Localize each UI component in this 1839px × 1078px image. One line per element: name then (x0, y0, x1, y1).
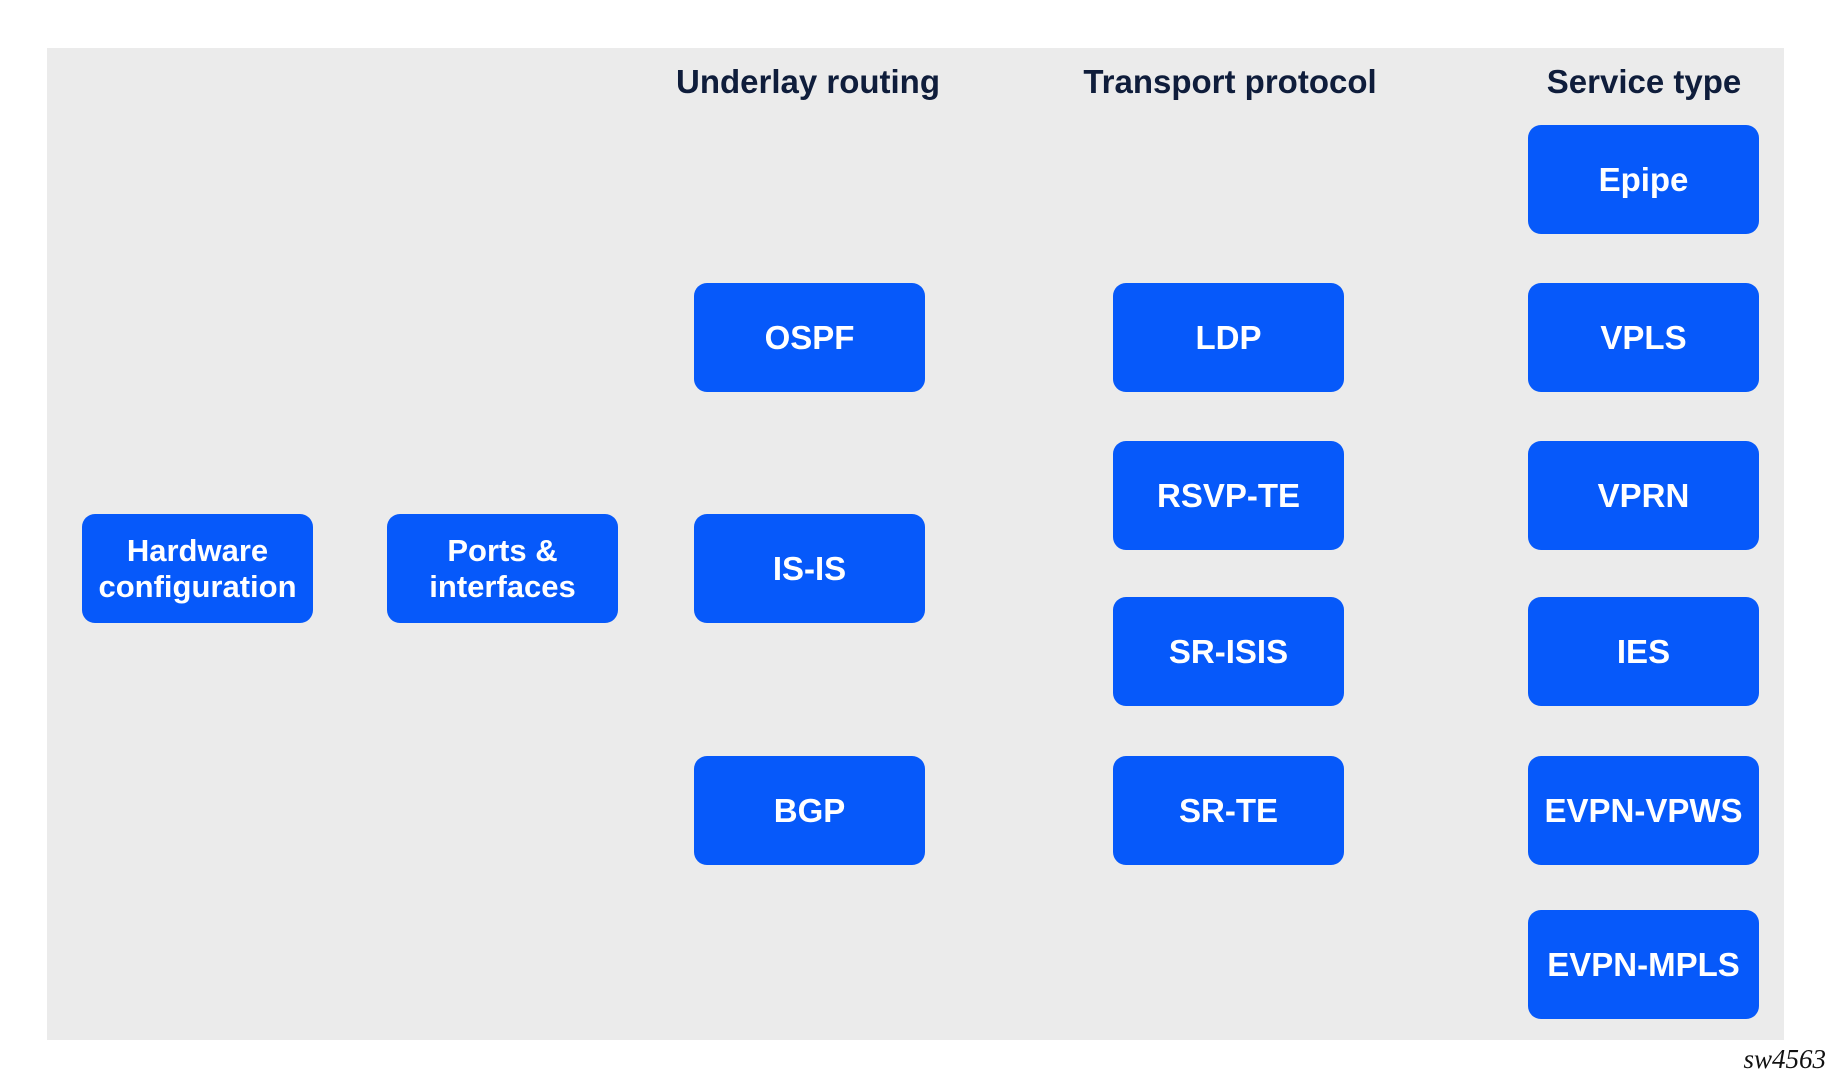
node-hardware-configuration: Hardware configuration (82, 514, 313, 623)
node-label: SR-ISIS (1168, 632, 1289, 670)
node-is-is: IS-IS (694, 514, 925, 623)
node-rsvp-te: RSVP-TE (1113, 441, 1344, 550)
node-label: BGP (773, 791, 846, 829)
node-label: LDP (1195, 318, 1262, 356)
node-label: VPRN (1597, 476, 1690, 514)
node-label: RSVP-TE (1156, 476, 1301, 514)
node-label: EVPN-VPWS (1544, 791, 1743, 829)
node-evpn-vpws: EVPN-VPWS (1528, 756, 1759, 865)
node-label: EVPN-MPLS (1547, 945, 1740, 983)
figure-watermark: sw4563 (1743, 1044, 1826, 1074)
node-sr-te: SR-TE (1113, 756, 1344, 865)
node-label: Epipe (1598, 160, 1689, 198)
node-ospf: OSPF (694, 283, 925, 392)
column-header-transport-protocol: Transport protocol (1083, 63, 1377, 100)
node-epipe: Epipe (1528, 125, 1759, 234)
node-ldp: LDP (1113, 283, 1344, 392)
node-label: SR-TE (1179, 791, 1278, 829)
node-label: Hardware configuration (98, 533, 297, 604)
node-ports-interfaces: Ports & interfaces (387, 514, 618, 623)
column-header-underlay-routing: Underlay routing (675, 63, 941, 100)
node-label: OSPF (764, 318, 855, 356)
node-bgp: BGP (694, 756, 925, 865)
node-evpn-mpls: EVPN-MPLS (1528, 910, 1759, 1019)
node-sr-isis: SR-ISIS (1113, 597, 1344, 706)
node-label: IS-IS (772, 549, 847, 587)
node-label: Ports & interfaces (429, 533, 576, 604)
node-label: IES (1616, 632, 1671, 670)
node-vprn: VPRN (1528, 441, 1759, 550)
column-header-service-type: Service type (1546, 63, 1742, 100)
node-ies: IES (1528, 597, 1759, 706)
node-label: VPLS (1600, 318, 1687, 356)
node-vpls: VPLS (1528, 283, 1759, 392)
